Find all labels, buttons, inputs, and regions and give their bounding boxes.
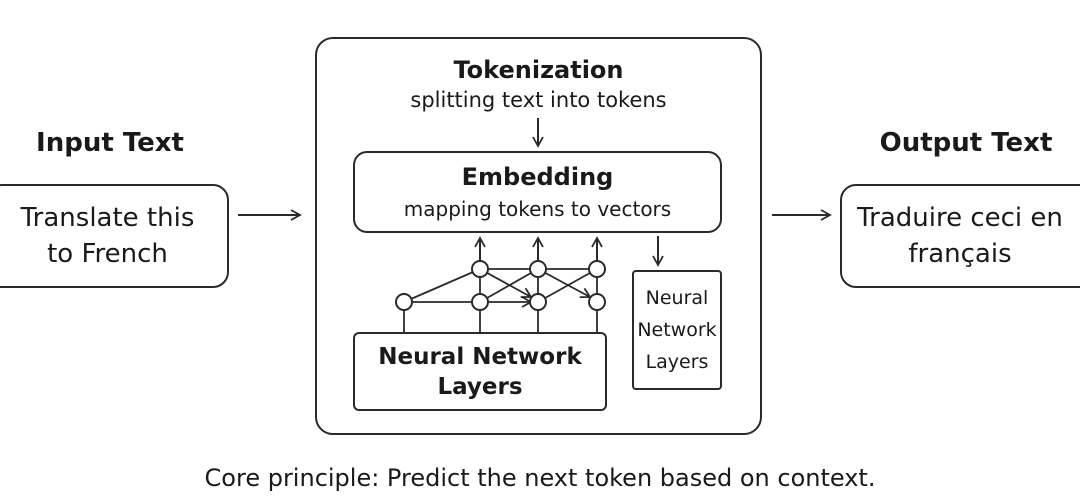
input-text-line-1: Translate this	[20, 203, 195, 233]
output-text-content: Traduire ceci en français	[857, 200, 1080, 272]
network-node-bottom-1	[471, 293, 489, 311]
network-edges	[403, 268, 598, 332]
embedding-title: Embedding	[461, 163, 614, 191]
input-heading: Input Text	[36, 128, 184, 158]
edge-bottom-2-to-top-3	[537, 268, 598, 303]
edge-bottom-1-to-top-2	[479, 268, 539, 303]
edge-top-2-to-bottom-3	[537, 268, 592, 299]
side-neural-network-layers-label: Neural Network Layers	[637, 282, 716, 378]
output-heading: Output Text	[879, 128, 1053, 158]
network-node-top-1	[471, 260, 489, 278]
network-node-left	[395, 293, 413, 311]
tokenization-subtitle: splitting text into tokens	[410, 88, 667, 112]
neural-network-layers-line-2: Layers	[437, 373, 523, 400]
side-layers-line-1: Neural	[645, 287, 709, 309]
network-node-bottom-3	[588, 293, 606, 311]
input-text-content: Translate this to French	[21, 200, 195, 272]
network-node-top-3	[588, 260, 606, 278]
edge-left-to-top-1	[403, 268, 481, 303]
side-neural-network-layers-box: Neural Network Layers	[632, 270, 722, 390]
neural-network-layers-label: Neural Network Layers	[378, 342, 582, 402]
input-text-line-2: to French	[47, 239, 168, 269]
embedding-subtitle: mapping tokens to vectors	[403, 197, 672, 221]
input-text-box: Translate this to French	[0, 184, 229, 288]
neural-network-layers-box: Neural Network Layers	[353, 332, 607, 411]
side-layers-line-3: Layers	[645, 351, 709, 373]
tokenization-title: Tokenization	[453, 56, 624, 84]
core-principle-caption: Core principle: Predict the next token b…	[204, 464, 876, 492]
output-text-box: Traduire ceci en français	[840, 184, 1080, 288]
neural-network-layers-line-1: Neural Network	[378, 343, 582, 370]
edge-top-1-to-bottom-2	[479, 268, 533, 298]
network-node-top-2	[529, 260, 547, 278]
output-text-line-1: Traduire ceci en	[857, 203, 1063, 233]
embedding-box: Embedding mapping tokens to vectors	[353, 151, 722, 233]
output-text-line-2: français	[908, 239, 1012, 269]
network-node-bottom-2	[529, 293, 547, 311]
side-layers-line-2: Network	[637, 319, 717, 341]
